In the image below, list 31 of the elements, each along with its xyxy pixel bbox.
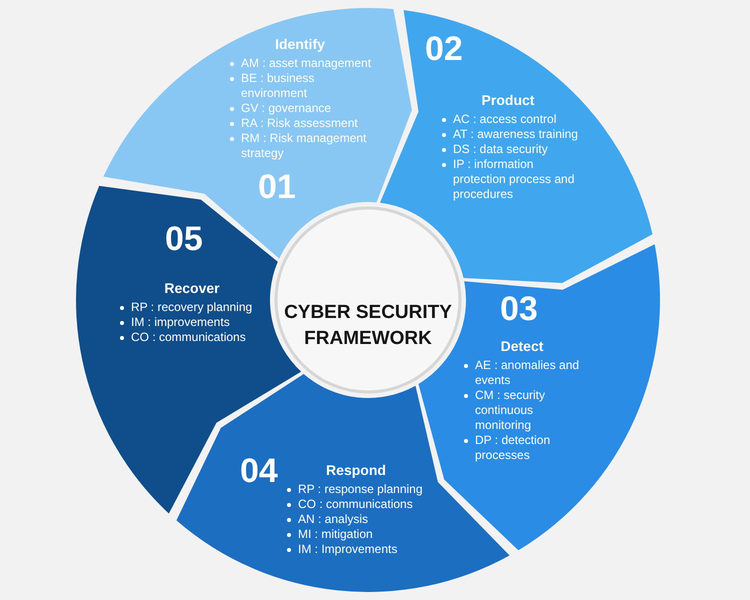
step-number: 05 (165, 220, 203, 258)
step-number: 02 (425, 30, 463, 68)
step-number: 01 (258, 168, 296, 206)
list-item: AN : analysis (298, 512, 368, 527)
list-item: GV : governance (241, 101, 332, 116)
list-item: IM : Improvements (298, 542, 398, 557)
list-item: CO : communications (131, 330, 246, 345)
list-item: RA : Risk assessment (241, 116, 358, 131)
list-item: DP : detection processes (475, 433, 552, 463)
list-item: RP : response planning (298, 482, 423, 497)
list-item: AE : anomalies and events (475, 358, 580, 388)
step-number: 04 (240, 452, 278, 490)
list-item: IM : improvements (131, 315, 230, 330)
list-item: IP : information protection process and procedures (453, 157, 576, 202)
list-item: AM : asset management (241, 56, 372, 71)
list-item: BE : business environment (241, 71, 316, 101)
list-item: MI : mitigation (298, 527, 373, 542)
step-title: Identify (275, 36, 325, 53)
step-title: Product (482, 92, 534, 109)
list-item: RM : Risk management strategy (241, 131, 368, 161)
step-title: Recover (164, 280, 220, 297)
list-item: CO : communications (298, 497, 413, 512)
list-item: RP : recovery planning (131, 300, 252, 315)
list-item: CM : security continuous monitoring (475, 388, 546, 433)
framework-title: CYBER SECURITY FRAMEWORK (283, 301, 453, 351)
list-item: DS : data security (453, 142, 548, 157)
step-title: Respond (326, 462, 386, 479)
step-number: 03 (500, 290, 538, 328)
list-item: AC : access control (453, 112, 556, 127)
list-item: AT : awareness training (453, 127, 578, 142)
step-title: Detect (500, 338, 544, 355)
